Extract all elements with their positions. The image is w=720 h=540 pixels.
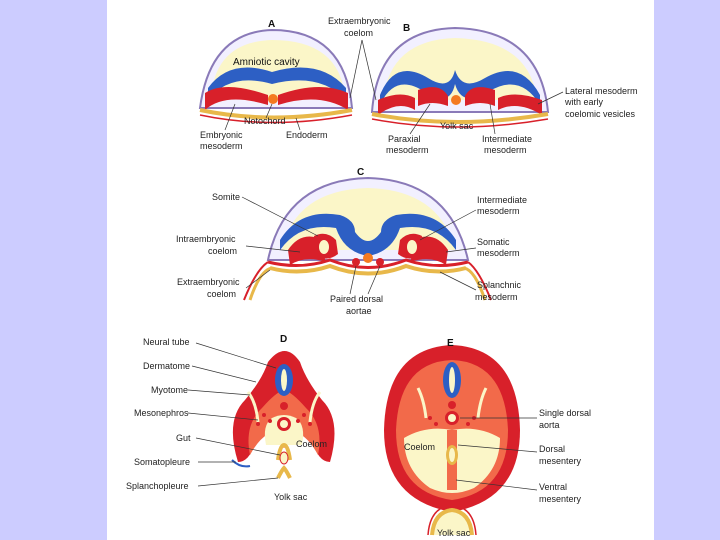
label-dorsal-mesentery-2: mesentery	[539, 456, 582, 466]
label-intraembryonic-coelom-2: coelom	[208, 246, 237, 256]
label-letter-e: E	[447, 338, 454, 349]
label-yolk-sac-b: Yolk sac	[440, 121, 474, 131]
cross-section-b: B Extraembryonic coelom Lateral mesoderm…	[328, 16, 638, 155]
label-intermediate-b-1: Intermediate	[482, 134, 532, 144]
cross-section-d: D Neural tube Dermatome Myotome Mesoneph…	[126, 334, 335, 502]
label-single-dorsal-aorta-2: aorta	[539, 420, 560, 430]
label-intraembryonic-coelom-1: Intraembryonic	[176, 234, 236, 244]
label-splanchnic-1: Splanchnic	[477, 280, 522, 290]
label-letter-c: C	[357, 167, 364, 178]
label-paraxial-mesoderm-1: Paraxial	[388, 134, 421, 144]
cross-section-a: A Amniotic cavity Notochord Embryonic me…	[198, 19, 354, 151]
label-mesonephros: Mesonephros	[134, 408, 189, 418]
label-extraembryonic-coelom-b2: coelom	[344, 28, 373, 38]
label-single-dorsal-aorta-1: Single dorsal	[539, 408, 591, 418]
label-neural-tube: Neural tube	[143, 337, 190, 347]
label-amniotic-cavity: Amniotic cavity	[233, 57, 300, 68]
label-coelom-e: Coelom	[404, 442, 435, 452]
label-dermatome: Dermatome	[143, 361, 190, 371]
label-paired-dorsal-aortae-1: Paired dorsal	[330, 294, 383, 304]
label-ventral-mesentery-1: Ventral	[539, 482, 567, 492]
label-notochord: Notochord	[244, 116, 286, 126]
label-embryonic-mesoderm-1: Embryonic	[200, 130, 243, 140]
label-ventral-mesentery-2: mesentery	[539, 494, 582, 504]
label-lateral-mesoderm-1: Lateral mesoderm	[565, 86, 638, 96]
label-intermediate-c-1: Intermediate	[477, 195, 527, 205]
label-somatic-1: Somatic	[477, 237, 510, 247]
label-lateral-mesoderm-3: coelomic vesicles	[565, 109, 636, 119]
label-splanchnic-2: mesoderm	[475, 292, 518, 302]
label-splanchopleure: Splanchopleure	[126, 481, 189, 491]
notochord-a	[268, 94, 278, 104]
label-embryonic-mesoderm-2: mesoderm	[200, 141, 243, 151]
label-somatopleure: Somatopleure	[134, 457, 190, 467]
label-letter-a: A	[268, 19, 275, 30]
label-yolk-sac-e: Yolk sac	[437, 528, 471, 538]
label-coelom-d: Coelom	[296, 439, 327, 449]
label-dorsal-mesentery-1: Dorsal	[539, 444, 565, 454]
label-paired-dorsal-aortae-2: aortae	[346, 306, 372, 316]
label-lateral-mesoderm-2: with early	[564, 97, 604, 107]
label-somite: Somite	[212, 192, 240, 202]
label-somatic-2: mesoderm	[477, 248, 520, 258]
label-paraxial-mesoderm-2: mesoderm	[386, 145, 429, 155]
label-yolk-sac-d: Yolk sac	[274, 492, 308, 502]
label-letter-d: D	[280, 334, 287, 345]
label-endoderm: Endoderm	[286, 130, 328, 140]
label-extraembryonic-coelom-c2: coelom	[207, 289, 236, 299]
label-gut: Gut	[176, 433, 191, 443]
cross-section-c: C Somite Intraembryonic coelom Extraembr…	[176, 167, 527, 316]
label-intermediate-c-2: mesoderm	[477, 206, 520, 216]
label-intermediate-b-2: mesoderm	[484, 145, 527, 155]
label-letter-b: B	[403, 23, 410, 34]
label-extraembryonic-coelom-c1: Extraembryonic	[177, 277, 240, 287]
cross-section-e: E Single dorsal aorta Dorsal mesentery V…	[384, 338, 591, 538]
label-extraembryonic-coelom-b1: Extraembryonic	[328, 16, 391, 26]
label-myotome: Myotome	[151, 385, 188, 395]
